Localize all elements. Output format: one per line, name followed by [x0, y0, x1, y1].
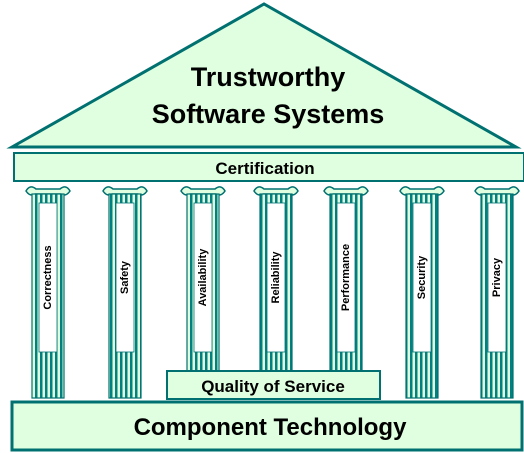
quality-of-service-box	[166, 370, 381, 400]
roof-title-line2: Software Systems	[152, 99, 385, 129]
roof-triangle	[6, 2, 522, 149]
pillars: Correctness Safety Availability Reliability…	[25, 186, 520, 399]
pillar-label: Security	[416, 255, 428, 299]
certification-beam: Certification	[13, 152, 524, 182]
pillar-safety: Safety	[102, 186, 148, 399]
pillar-label: Correctness	[42, 245, 54, 309]
pillar-correctness: Correctness	[25, 186, 71, 399]
pillar-label: Availability	[197, 248, 209, 307]
pillar-label: Reliability	[270, 251, 282, 304]
pillar-label: Privacy	[491, 257, 503, 297]
pillar-label: Performance	[340, 244, 352, 311]
pillar-label-panel	[38, 202, 58, 353]
pillar-label-panel	[487, 202, 507, 353]
component-technology-label: Component Technology	[134, 414, 408, 441]
component-technology-base: Component Technology	[10, 400, 524, 452]
pillar-reliability: Reliability	[253, 186, 299, 399]
pillar-performance: Performance	[323, 186, 369, 399]
pillar-security: Security	[399, 186, 445, 399]
certification-beam-box	[13, 152, 524, 182]
pillar-label-panel	[336, 202, 356, 353]
pillar-label-panel	[412, 202, 432, 353]
component-technology-box	[10, 400, 524, 452]
pillar-label-panel	[193, 202, 213, 353]
certification-label: Certification	[215, 159, 314, 178]
roof-title-line1: Trustworthy	[191, 62, 346, 92]
pillar-privacy: Privacy	[474, 186, 520, 399]
quality-of-service-label: Quality of Service	[201, 377, 345, 396]
quality-of-service: Quality of Service	[166, 370, 381, 400]
pillar-label: Safety	[119, 260, 131, 294]
pillar-availability: Availability	[180, 186, 226, 399]
pillar-label-panel	[266, 202, 286, 353]
roof: Trustworthy Software Systems	[6, 2, 522, 149]
pillar-label-panel	[115, 202, 135, 353]
